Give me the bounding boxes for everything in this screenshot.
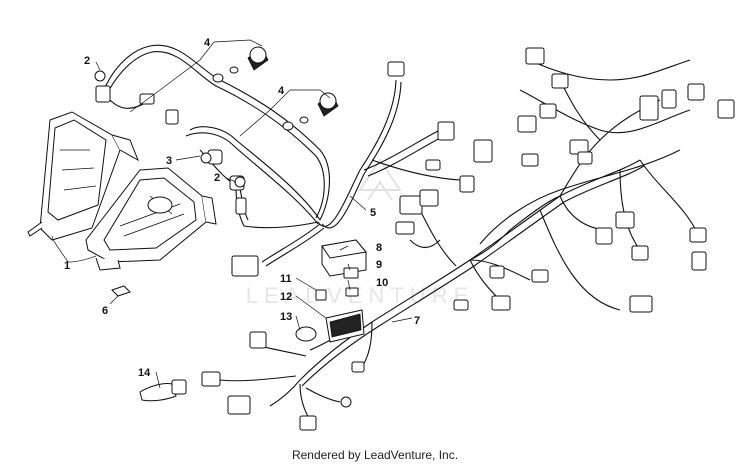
- callout-3: 3: [166, 155, 172, 167]
- callout-8: 8: [376, 242, 382, 254]
- leader-lines: [51, 39, 413, 389]
- bulb-assemblies: [94, 46, 339, 188]
- callout-2b: 2: [214, 172, 220, 184]
- callout-14: 14: [138, 367, 151, 379]
- headlight-upper: [27, 111, 139, 241]
- callout-7: 7: [414, 315, 420, 327]
- render-credit: Rendered by LeadVenture, Inc.: [291, 448, 459, 462]
- callout-4a: 4: [204, 37, 211, 49]
- pad-part: [111, 285, 131, 297]
- callout-4b: 4: [278, 85, 285, 97]
- callout-11: 11: [280, 273, 292, 285]
- relay-fuse-group: [295, 239, 367, 343]
- callout-2a: 2: [84, 55, 90, 67]
- main-harness-connectors: [201, 47, 735, 431]
- callout-5: 5: [370, 207, 376, 219]
- callout-13: 13: [280, 311, 292, 323]
- callout-labels: 1 2 2 3 4 4 5 6 7 8 9 10 11 12 13 14: [64, 37, 420, 379]
- callout-10: 10: [376, 277, 388, 289]
- callout-1: 1: [64, 260, 70, 272]
- main-harness: [219, 59, 701, 421]
- callout-12: 12: [280, 291, 292, 303]
- headlight-lower: [85, 167, 217, 271]
- callout-9: 9: [376, 259, 382, 271]
- item-14-part: [139, 379, 187, 402]
- callout-6: 6: [102, 305, 108, 317]
